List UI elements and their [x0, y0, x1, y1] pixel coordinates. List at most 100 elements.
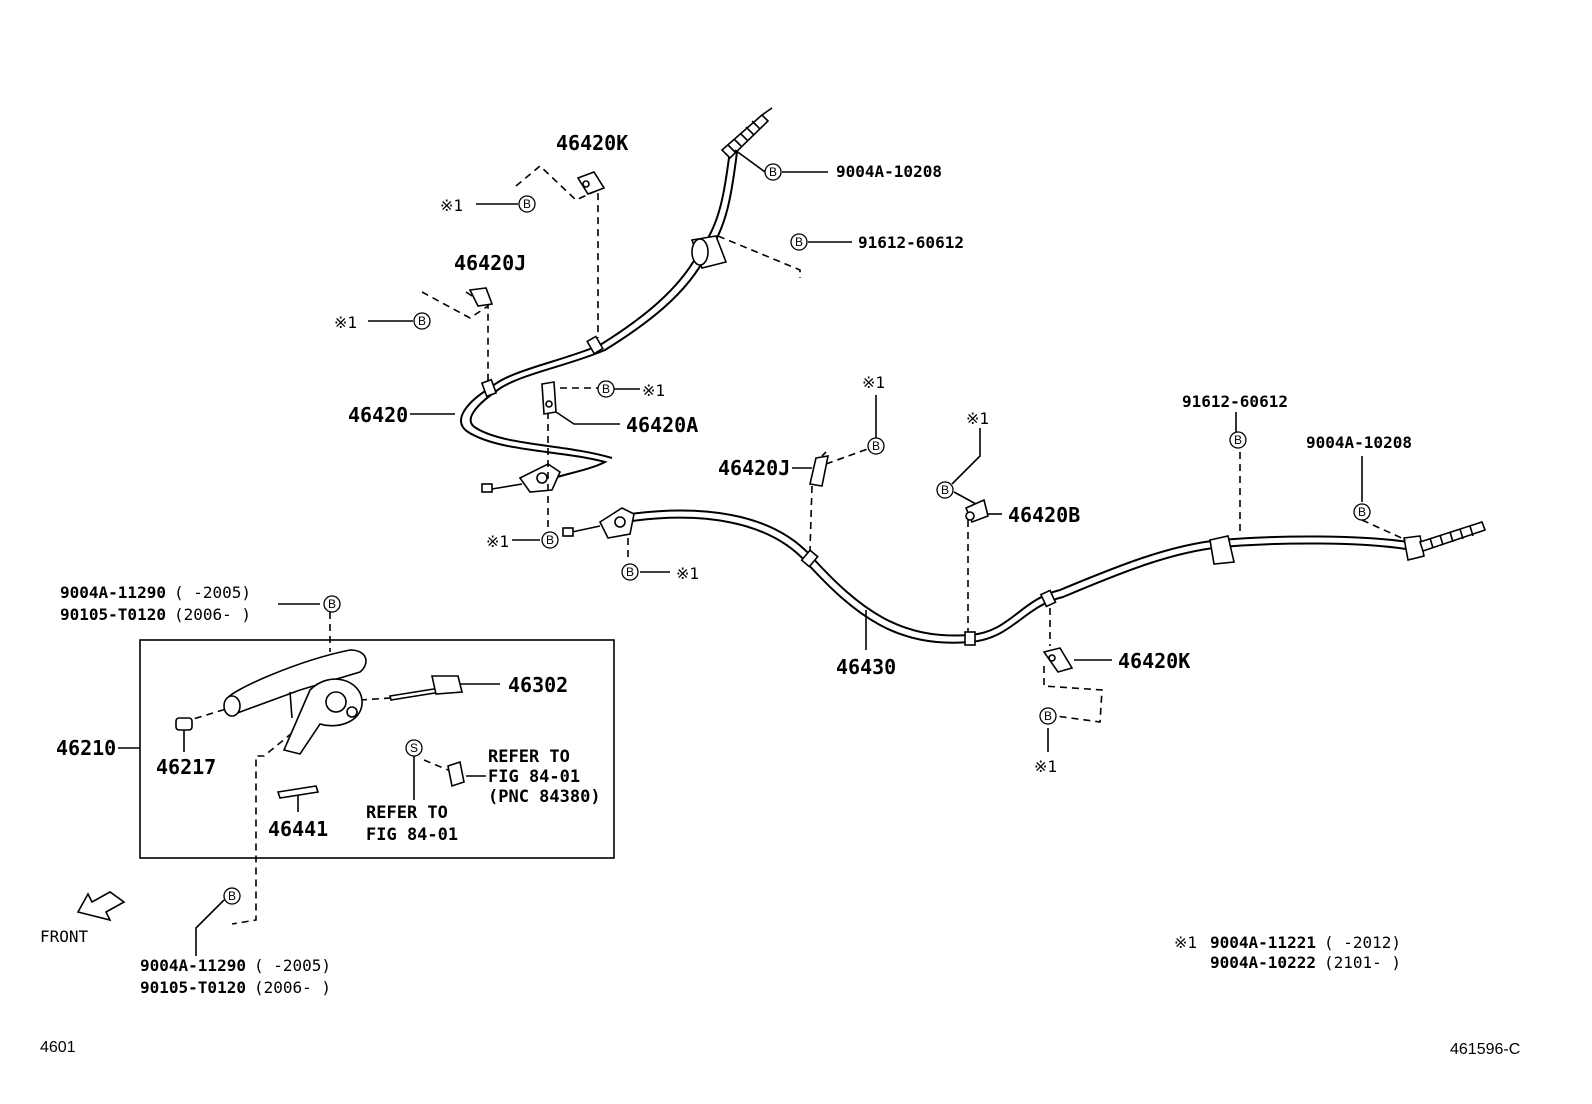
clip-46420K-right [1042, 647, 1074, 673]
lever-assembly-box [139, 639, 615, 859]
callout-46420J: 46420J [454, 251, 526, 275]
front-arrow-icon [76, 891, 126, 922]
callout-46420K: 46420K [1118, 649, 1190, 673]
callout-91612-60612: 91612-60612 [858, 233, 964, 252]
svg-text:B: B [523, 197, 531, 211]
figure-code: 461596-C [1450, 1041, 1520, 1058]
clip-46420B [964, 498, 989, 524]
svg-text:B: B [228, 889, 236, 903]
badge-b: B [518, 195, 536, 213]
svg-text:FIG 84-01: FIG 84-01 [488, 767, 580, 787]
callout-46217: 46217 [156, 755, 216, 779]
svg-text:B: B [1234, 433, 1242, 447]
cable-46430-end-hole [614, 516, 626, 528]
bolt-note-top-left: 9004A-11290 ( -2005) 90105-T0120 (2006- … [60, 583, 251, 624]
badge-b: B [323, 595, 341, 613]
svg-text:9004A-11290: 9004A-11290 [60, 583, 166, 602]
callout-46420J: 46420J [718, 456, 790, 480]
cable-46420-threaded-end [720, 107, 773, 160]
badge-b: B [1353, 503, 1371, 521]
callout-9004A-10208: 9004A-10208 [836, 162, 942, 181]
footnote-mark-1: ※1 9004A-11221 ( -2012) 9004A-10222 (210… [1174, 933, 1401, 972]
badge-b: B [790, 233, 808, 251]
clip-46420J-top [465, 287, 494, 307]
page-code: 4601 [40, 1039, 76, 1056]
svg-text:REFER TO: REFER TO [366, 803, 448, 823]
svg-text:B: B [328, 597, 336, 611]
badge-b: B [541, 531, 559, 549]
clip-46420K-top [576, 171, 606, 195]
svg-text:B: B [872, 439, 880, 453]
svg-text:9004A-11221: 9004A-11221 [1210, 933, 1316, 952]
mark-1: ※1 [966, 409, 989, 428]
mark-1: ※1 [676, 564, 699, 583]
callout-46441: 46441 [268, 817, 328, 841]
svg-text:(PNC 84380): (PNC 84380) [488, 787, 601, 807]
badge-b: B [413, 312, 431, 330]
svg-text:※1: ※1 [1174, 933, 1197, 952]
svg-text:(2006- ): (2006- ) [254, 978, 331, 997]
lever-ratchet-pin [346, 706, 358, 718]
svg-text:90105-T0120: 90105-T0120 [140, 978, 246, 997]
svg-text:B: B [626, 565, 634, 579]
callout-46420K: 46420K [556, 131, 628, 155]
clip-46420J-mid [809, 451, 830, 487]
svg-text:90105-T0120: 90105-T0120 [60, 605, 166, 624]
callout-46210: 46210 [56, 736, 116, 760]
callout-91612-60612: 91612-60612 [1182, 392, 1288, 411]
badge-b: B [764, 163, 782, 181]
svg-text:B: B [1044, 709, 1052, 723]
callout-lines [118, 149, 1363, 956]
mark-1: ※1 [642, 381, 665, 400]
cable-46430-end-plug [562, 527, 574, 537]
svg-text:B: B [795, 235, 803, 249]
ferrule-46420-a [586, 335, 604, 355]
switch-refer-84380 [447, 760, 465, 788]
svg-text:( -2012): ( -2012) [1324, 933, 1401, 952]
grommet-46430 [1209, 535, 1235, 565]
svg-text:B: B [1358, 505, 1366, 519]
callout-46420A: 46420A [626, 413, 698, 437]
refer-note: REFER TO FIG 84-01 [366, 803, 458, 845]
grommet-ring-46420 [691, 238, 709, 266]
front-label: FRONT [40, 927, 89, 946]
cable-46430 [562, 507, 1487, 646]
svg-text:B: B [602, 382, 610, 396]
svg-text:B: B [418, 314, 426, 328]
lever-ratchet-pivot [325, 691, 347, 713]
cable-46420 [460, 107, 773, 493]
ferrule-46430-c [1039, 589, 1057, 608]
callout-46420B: 46420B [1008, 503, 1080, 527]
svg-text:REFER TO: REFER TO [488, 747, 570, 767]
badge-b: B [936, 481, 954, 499]
bolt-note-bottom-left: 9004A-11290 ( -2005) 90105-T0120 (2006- … [140, 956, 331, 997]
ferrule-46430-b [964, 631, 976, 646]
badge-b: B [1039, 707, 1057, 725]
badge-b: B [223, 887, 241, 905]
badge-b: B [597, 380, 615, 398]
mark-1: ※1 [862, 373, 885, 392]
callout-9004A-10208: 9004A-10208 [1306, 433, 1412, 452]
svg-text:FIG 84-01: FIG 84-01 [366, 825, 458, 845]
rod-46302 [389, 675, 464, 701]
mark-1: ※1 [334, 313, 357, 332]
badge-s: S [405, 739, 423, 757]
svg-text:(2006- ): (2006- ) [174, 605, 251, 624]
svg-text:(2101- ): (2101- ) [1324, 953, 1401, 972]
svg-text:( -2005): ( -2005) [174, 583, 251, 602]
badge-b: B [621, 563, 639, 581]
mark-1: ※1 [440, 196, 463, 215]
cable-46420-end-plug [481, 483, 493, 493]
badge-b: B [1229, 431, 1247, 449]
svg-text:9004A-11290: 9004A-11290 [140, 956, 246, 975]
parking-brake-lever [223, 649, 367, 755]
pin-46441 [276, 785, 320, 799]
svg-text:9004A-10222: 9004A-10222 [1210, 953, 1316, 972]
ferrule-46430-a [800, 549, 819, 568]
badge-b: B [867, 437, 885, 455]
svg-text:B: B [546, 533, 554, 547]
mark-1: ※1 [1034, 757, 1057, 776]
button-46217 [175, 717, 193, 731]
